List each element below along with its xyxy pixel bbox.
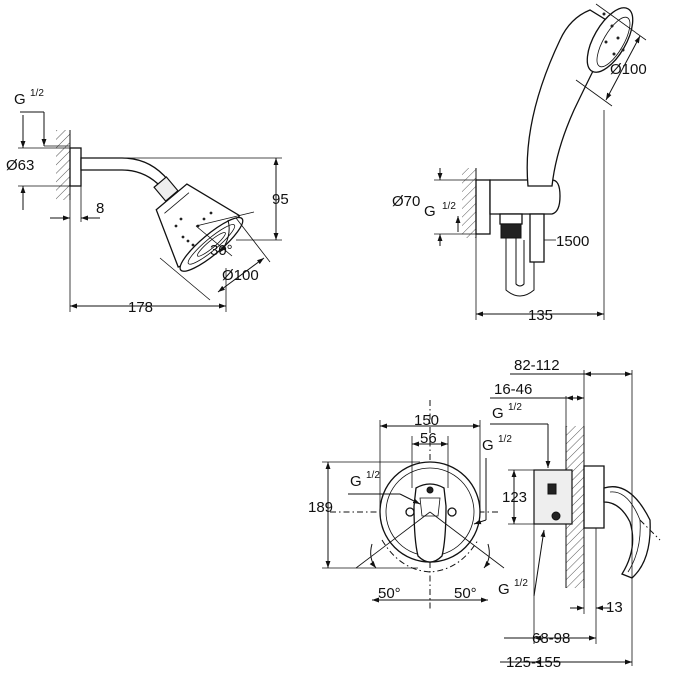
hand-thread-label: G [424,203,436,220]
mixer-width-value: 150 [414,412,439,429]
side-thread-bottom: G [498,581,510,598]
mixer-thread-right-fraction: 1/2 [498,434,512,445]
head-thread-fraction: 1/2 [30,88,44,99]
head-thread-label: G [14,91,26,108]
mixer-thread-right: G [482,437,494,454]
holder-body [489,179,561,215]
head-diameter-value: Ø100 [222,267,259,284]
head-height-value: 95 [272,191,289,208]
head-shower-view: G 1/2 Ø63 8 95 30° Ø100 17 [6,88,289,316]
mixer-front-view: 150 56 189 G 1/2 G 1/2 50° 50° [308,400,512,610]
mixer-cover-plate [583,465,605,529]
wall-outlet [475,179,491,235]
head-flange-diameter: Ø63 [6,157,34,174]
side-thread-bottom-fraction: 1/2 [514,578,528,589]
wall-flange [69,147,82,187]
side-range-wall: 16-46 [494,381,532,398]
mixer-thread-left: G [350,473,362,490]
hand-head-diameter: Ø100 [610,61,647,78]
mixer-height-value: 189 [308,499,333,516]
side-range-total: 82-112 [514,357,560,374]
mixer-angle-right: 50° [454,585,477,602]
mixer-inner-width-value: 56 [420,430,437,447]
side-thread-top: G [492,405,504,422]
mixer-handle [413,483,447,563]
side-range-overall: 125-155 [506,654,561,671]
hose-nut [500,223,522,239]
side-height-value: 123 [502,489,527,506]
mixer-thread-left-fraction: 1/2 [366,470,380,481]
head-depth-value: 8 [96,200,104,217]
wall-hatch [56,130,70,200]
hand-flange-diameter: Ø70 [392,193,420,210]
side-range-body: 68-98 [532,630,570,647]
wall-hatch [462,168,476,238]
side-plate-value: 13 [606,599,623,616]
hose-length-value: 1500 [556,233,589,250]
wall-hatch [566,426,584,588]
mixer-angle-left: 50° [378,585,401,602]
hand-shower-view: Ø100 Ø70 G 1/2 1500 135 [392,3,647,324]
hand-depth-value: 135 [528,307,553,324]
head-angle-value: 30° [210,242,233,259]
head-length-value: 178 [128,299,153,316]
hose [505,232,535,297]
mixer-side-handle [603,486,651,579]
side-thread-top-fraction: 1/2 [508,402,522,413]
hand-thread-fraction: 1/2 [442,201,456,212]
mixer-side-view: 82-112 16-46 G 1/2 123 G 1/2 13 68-98 [490,357,661,671]
shower-arm [80,157,169,188]
